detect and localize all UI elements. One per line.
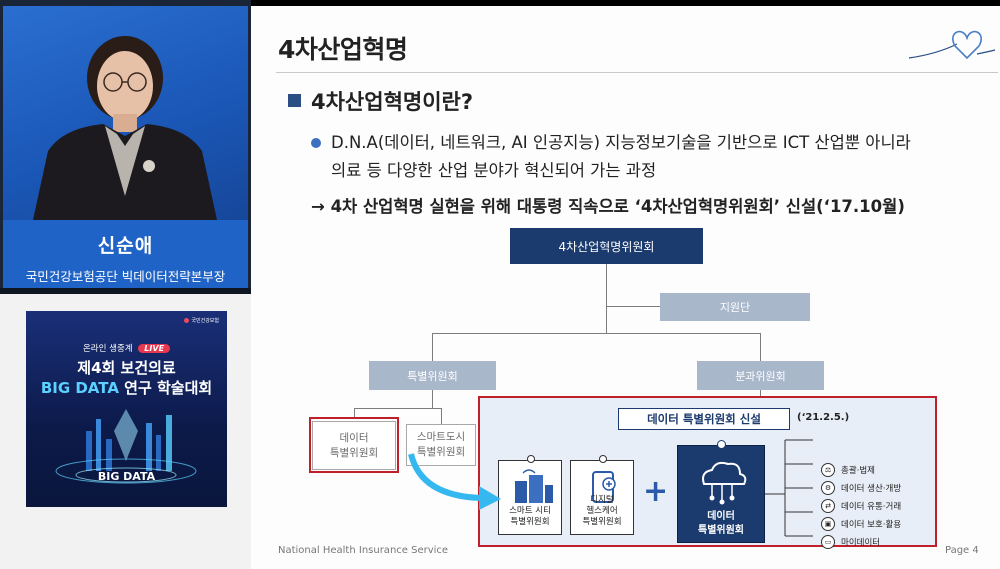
- event-poster: 국민건강보험 온라인 생중계 LIVE 제4회 보건의료 BIG DATA 연구…: [26, 311, 227, 507]
- speaker-video: [3, 6, 248, 220]
- speaker-panel: 신순애 국민건강보험공단 빅데이터전략본부장 국민건강보험 온라인 생중계 LI…: [0, 0, 251, 569]
- connector: [354, 408, 442, 409]
- plus-icon: +: [643, 474, 669, 509]
- connector: [432, 390, 433, 408]
- connector: [606, 264, 607, 333]
- footer-page-number: Page 4: [945, 545, 979, 556]
- new-committee-title: 데이터 특별위원회 신설: [618, 408, 790, 430]
- card-health-line1: 디지털: [590, 495, 614, 505]
- connector: [432, 333, 433, 361]
- speaker-name-plate: 신순애 국민건강보험공단 빅데이터전략본부장: [3, 220, 248, 288]
- cloud-data-icon: [702, 461, 747, 505]
- connector: [441, 408, 442, 424]
- gavel-icon: ⚖: [821, 463, 835, 477]
- lock-icon: ▣: [821, 517, 835, 531]
- org-special-committee: 특별위원회: [369, 361, 496, 390]
- card-smart-line1: 스마트 시티: [509, 506, 551, 516]
- card-smart-line2: 특별위원회: [510, 517, 550, 527]
- bullet-dot-icon: [311, 138, 321, 148]
- poster-title-line1: 제4회 보건의료: [77, 359, 176, 377]
- data-committee-highlight: [309, 417, 399, 473]
- function-item-protection: ▣데이터 보호·활용: [821, 517, 901, 531]
- curved-arrow-icon: [408, 453, 501, 510]
- poster-live-prefix: 온라인 생중계: [82, 344, 133, 354]
- footer-organization: National Health Insurance Service: [278, 545, 449, 556]
- org-top-committee: 4차산업혁명위원회: [510, 228, 703, 264]
- slide-title: 4차산업혁명: [278, 35, 408, 64]
- connector: [354, 408, 355, 417]
- function-bracket: [765, 439, 813, 537]
- section-heading: 4차산업혁명이란?: [311, 90, 474, 114]
- folder-icon: ▭: [821, 535, 835, 549]
- function-item-general: ⚖총괄·법제: [821, 463, 875, 477]
- arrow-statement: → 4차 산업혁명 실현을 위해 대통령 직속으로 ‘4차산업혁명위원회’ 신설…: [311, 197, 905, 216]
- smart-city-icon: [515, 469, 553, 503]
- poster-cityscape-illustration: [55, 409, 197, 484]
- connector: [760, 390, 761, 396]
- poster-title-line2: BIG DATA 연구 학술대회: [40, 379, 213, 397]
- connector: [606, 306, 660, 307]
- poster-logo: 국민건강보험: [184, 317, 219, 324]
- section-square-icon: [288, 94, 301, 107]
- poster-big-data: BIG DATA: [97, 470, 156, 483]
- exchange-icon: ⇄: [821, 499, 835, 513]
- speaker-title: 국민건강보험공단 빅데이터전략본부장: [25, 269, 226, 284]
- gear-icon: ⚙: [821, 481, 835, 495]
- function-item-distribution: ⇄데이터 유통·거래: [821, 499, 901, 513]
- title-rule: [276, 72, 998, 73]
- speaker-name: 신순애: [97, 235, 154, 257]
- new-committee-date: (‘21.2.5.): [797, 412, 850, 423]
- bullet-text-line2: 의료 등 다양한 산업 분야가 혁신되어 가는 과정: [331, 161, 657, 180]
- connector: [432, 333, 761, 334]
- org-support-team: 지원단: [660, 293, 810, 321]
- bullet-text-line1: D.N.A(데이터, 네트워크, AI 인공지능) 지능정보기술을 기반으로 I…: [331, 133, 911, 152]
- card-health-line2: 헬스케어: [586, 506, 618, 516]
- card-health-line3: 특별위원회: [582, 517, 622, 527]
- poster-area: 국민건강보험 온라인 생중계 LIVE 제4회 보건의료 BIG DATA 연구…: [0, 294, 251, 569]
- function-item-mydata: ▭마이데이터: [821, 535, 880, 549]
- poster-live-row: 온라인 생중계 LIVE: [26, 342, 227, 354]
- divider: [0, 288, 251, 294]
- speaker-figure: [33, 36, 217, 220]
- connector: [760, 333, 761, 361]
- presentation-slide: 4차산업혁명 4차산업혁명이란? D.N.A(데이터, 네트워크, AI 인공지…: [251, 6, 1000, 569]
- digital-health-icon: [592, 471, 616, 503]
- org-subcommittee: 분과위원회: [697, 361, 824, 390]
- live-badge: LIVE: [138, 344, 171, 353]
- heart-logo-icon: [908, 30, 996, 60]
- function-item-production: ⚙데이터 생산·개방: [821, 481, 901, 495]
